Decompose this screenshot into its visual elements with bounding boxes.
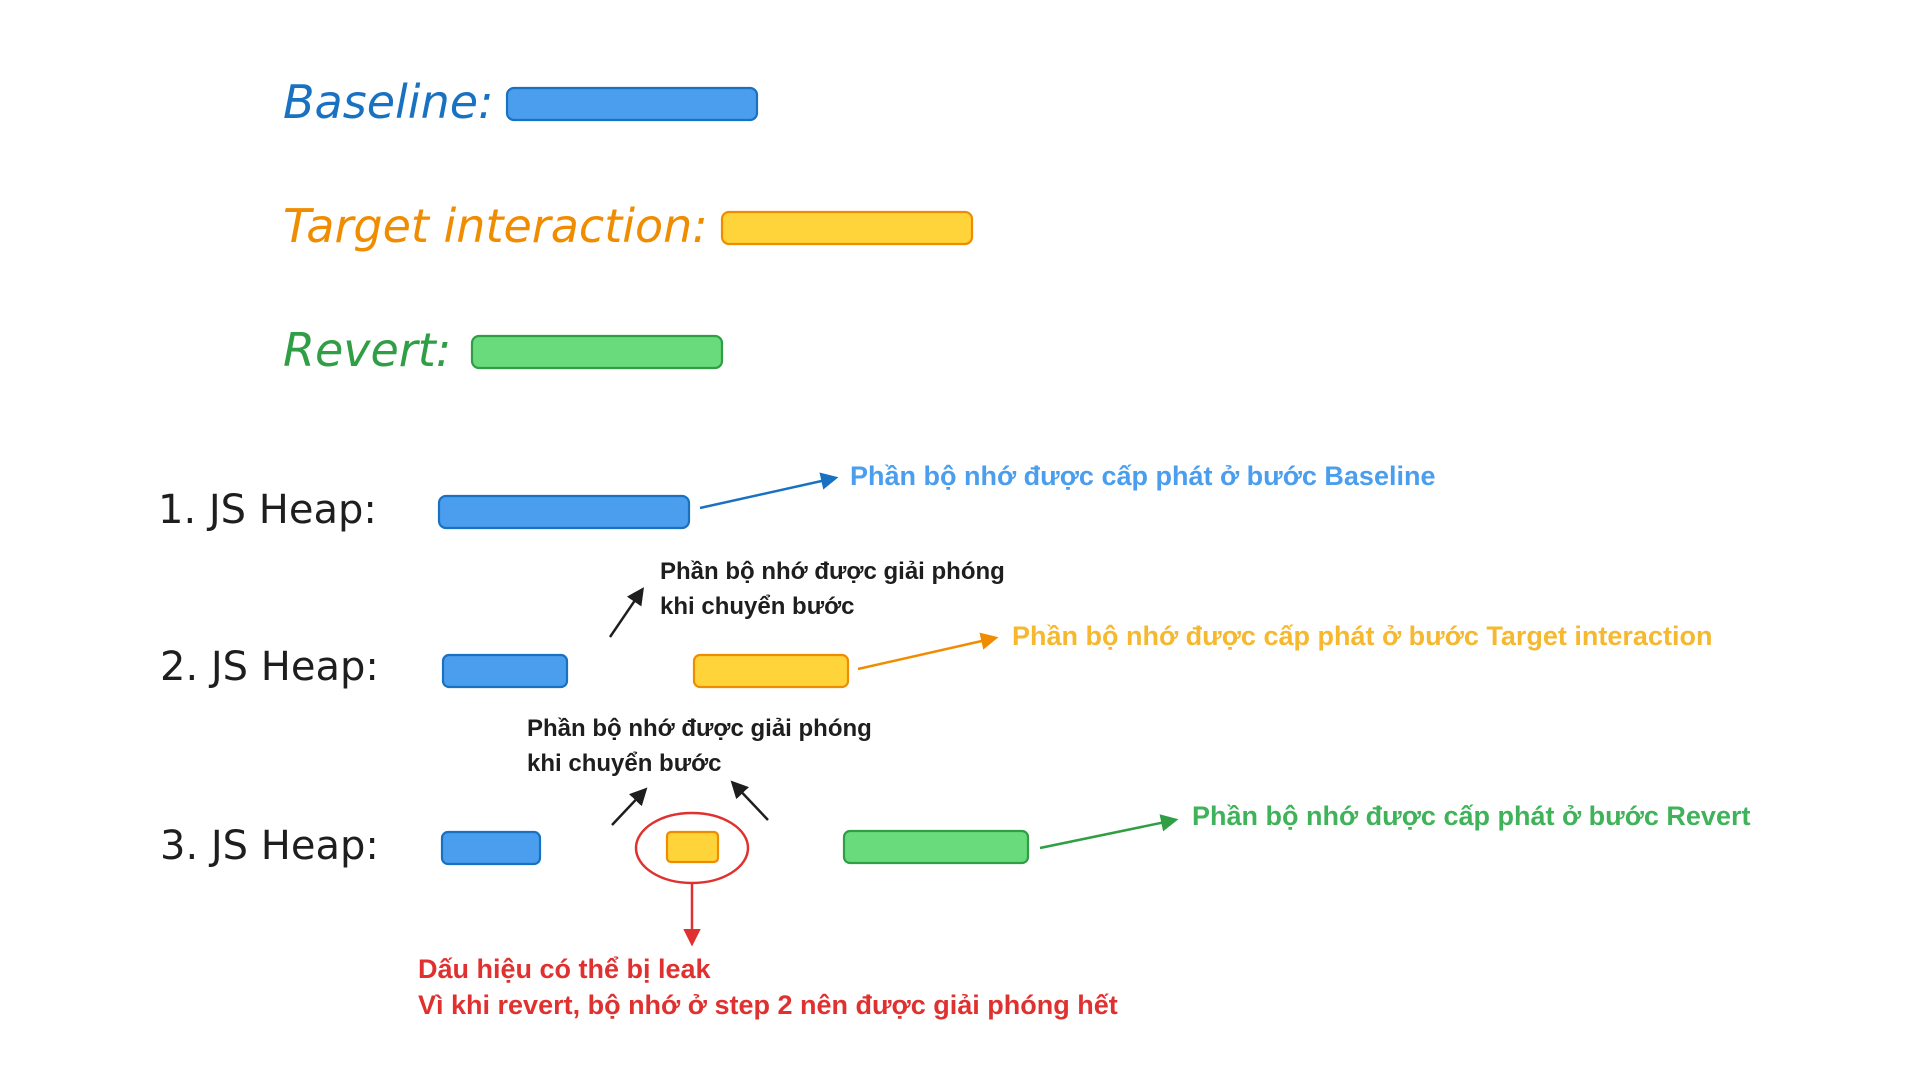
target-alloc-note: Phần bộ nhớ được cấp phát ở bước Target … [1012,621,1712,651]
leak-note-line1: Dấu hiệu có thể bị leak [418,954,712,984]
legend-target-bar [720,210,974,246]
freed-step3-arrow-right [730,780,769,821]
legend-revert-bar [470,334,724,370]
legend-baseline-bar [505,86,759,122]
heap-3-revert-bar [842,829,1030,865]
legend-revert-label: Revert: [283,323,451,377]
revert-alloc-note: Phần bộ nhớ được cấp phát ở bước Revert [1192,801,1750,831]
legend-baseline-label: Baseline: [283,75,494,129]
heap-2-baseline-bar [441,653,569,689]
heap-3-leaked-target-bar [665,830,720,864]
freed-step2-note-line2: khi chuyển bước [660,593,854,620]
heap-3-baseline-bar [440,830,542,866]
legend-target-label: Target interaction: [283,199,708,253]
revert-alloc-arrow [1039,814,1179,850]
freed-step3-note-line1: Phần bộ nhớ được giải phóng [527,715,872,742]
leak-note-line2: Vì khi revert, bộ nhớ ở step 2 nên được … [418,990,1118,1020]
target-alloc-arrow [857,632,999,671]
baseline-alloc-note: Phần bộ nhớ được cấp phát ở bước Baselin… [850,461,1435,491]
heap-2-label: 2. JS Heap: [160,644,379,690]
heap-2-target-bar [692,653,850,689]
freed-step2-note-line1: Phần bộ nhớ được giải phóng [660,558,1005,585]
leak-highlight-circle [634,811,750,885]
baseline-alloc-arrow [699,472,839,510]
freed-step3-note-line2: khi chuyển bước [527,750,721,777]
heap-1-baseline-bar [437,494,691,530]
heap-1-label: 1. JS Heap: [158,487,377,533]
heap-3-label: 3. JS Heap: [160,823,379,869]
freed-step3-arrow-left [611,787,648,826]
freed-step2-arrow [608,587,644,638]
